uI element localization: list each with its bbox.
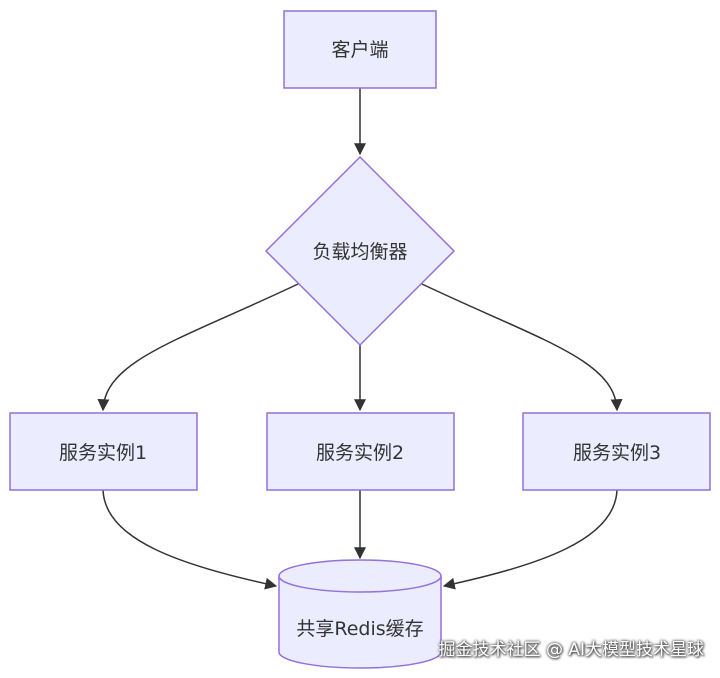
node-cache[interactable]: 共享Redis缓存 [278,559,442,669]
node-cache-label: 共享Redis缓存 [296,618,423,640]
edge-service3-to-cache [442,489,618,590]
edge-service1-to-cache [102,489,278,590]
node-service2[interactable]: 服务实例2 [266,412,455,491]
node-service3[interactable]: 服务实例3 [522,412,711,491]
node-client-label: 客户端 [331,39,388,61]
edges [97,88,623,590]
edge-lb-to-service1 [97,283,299,412]
node-service3-label: 服务实例3 [573,442,661,464]
node-service2-label: 服务实例2 [316,442,404,464]
node-client[interactable]: 客户端 [283,10,437,89]
node-service1-label: 服务实例1 [59,442,147,464]
watermark: 掘金技术社区 @ AI大模型技术星球 [438,640,704,660]
node-load-balancer-label: 负载均衡器 [312,241,407,263]
node-service1[interactable]: 服务实例1 [9,412,198,491]
node-load-balancer[interactable]: 负载均衡器 [264,155,456,347]
edge-lb-to-service3 [421,283,623,412]
